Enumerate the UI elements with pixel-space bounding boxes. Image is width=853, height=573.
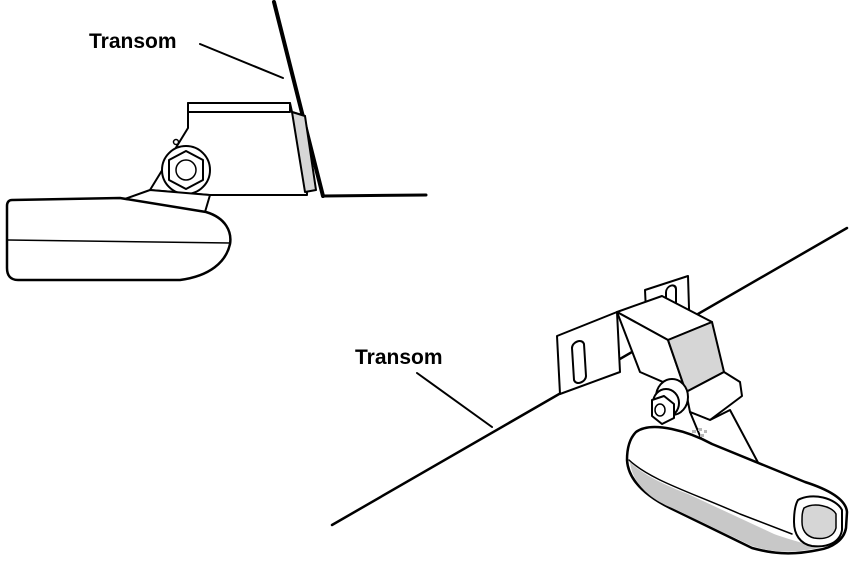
sensor-pod-seam: [7, 239, 231, 244]
bracket-top-plate: [187, 102, 291, 113]
pivot-detent: [172, 138, 180, 146]
transom-label-top: Transom: [89, 30, 177, 53]
sensor-pod-shade: [630, 462, 818, 552]
sensor-pod-perspective: [625, 425, 849, 555]
front-mount-plate: [556, 311, 621, 395]
pivot-bolt-center: [175, 159, 197, 181]
transom-line-top: [272, 0, 325, 198]
front-slot: [571, 340, 587, 384]
hull-bottom-line: [321, 193, 428, 198]
leader-line-bottom: [416, 372, 493, 428]
side-view-transducer: [5, 0, 428, 282]
sensor-pod-seam-perspective: [628, 459, 793, 535]
bolt-end: [654, 403, 666, 417]
perspective-view-transducer: [330, 226, 849, 555]
bracket-clamp-plate: [291, 111, 317, 193]
transom-label-bottom: Transom: [355, 346, 443, 369]
sensor-pod-side: [5, 196, 232, 282]
leader-line-top: [199, 43, 284, 79]
sensor-pod-end-inner: [801, 504, 837, 540]
